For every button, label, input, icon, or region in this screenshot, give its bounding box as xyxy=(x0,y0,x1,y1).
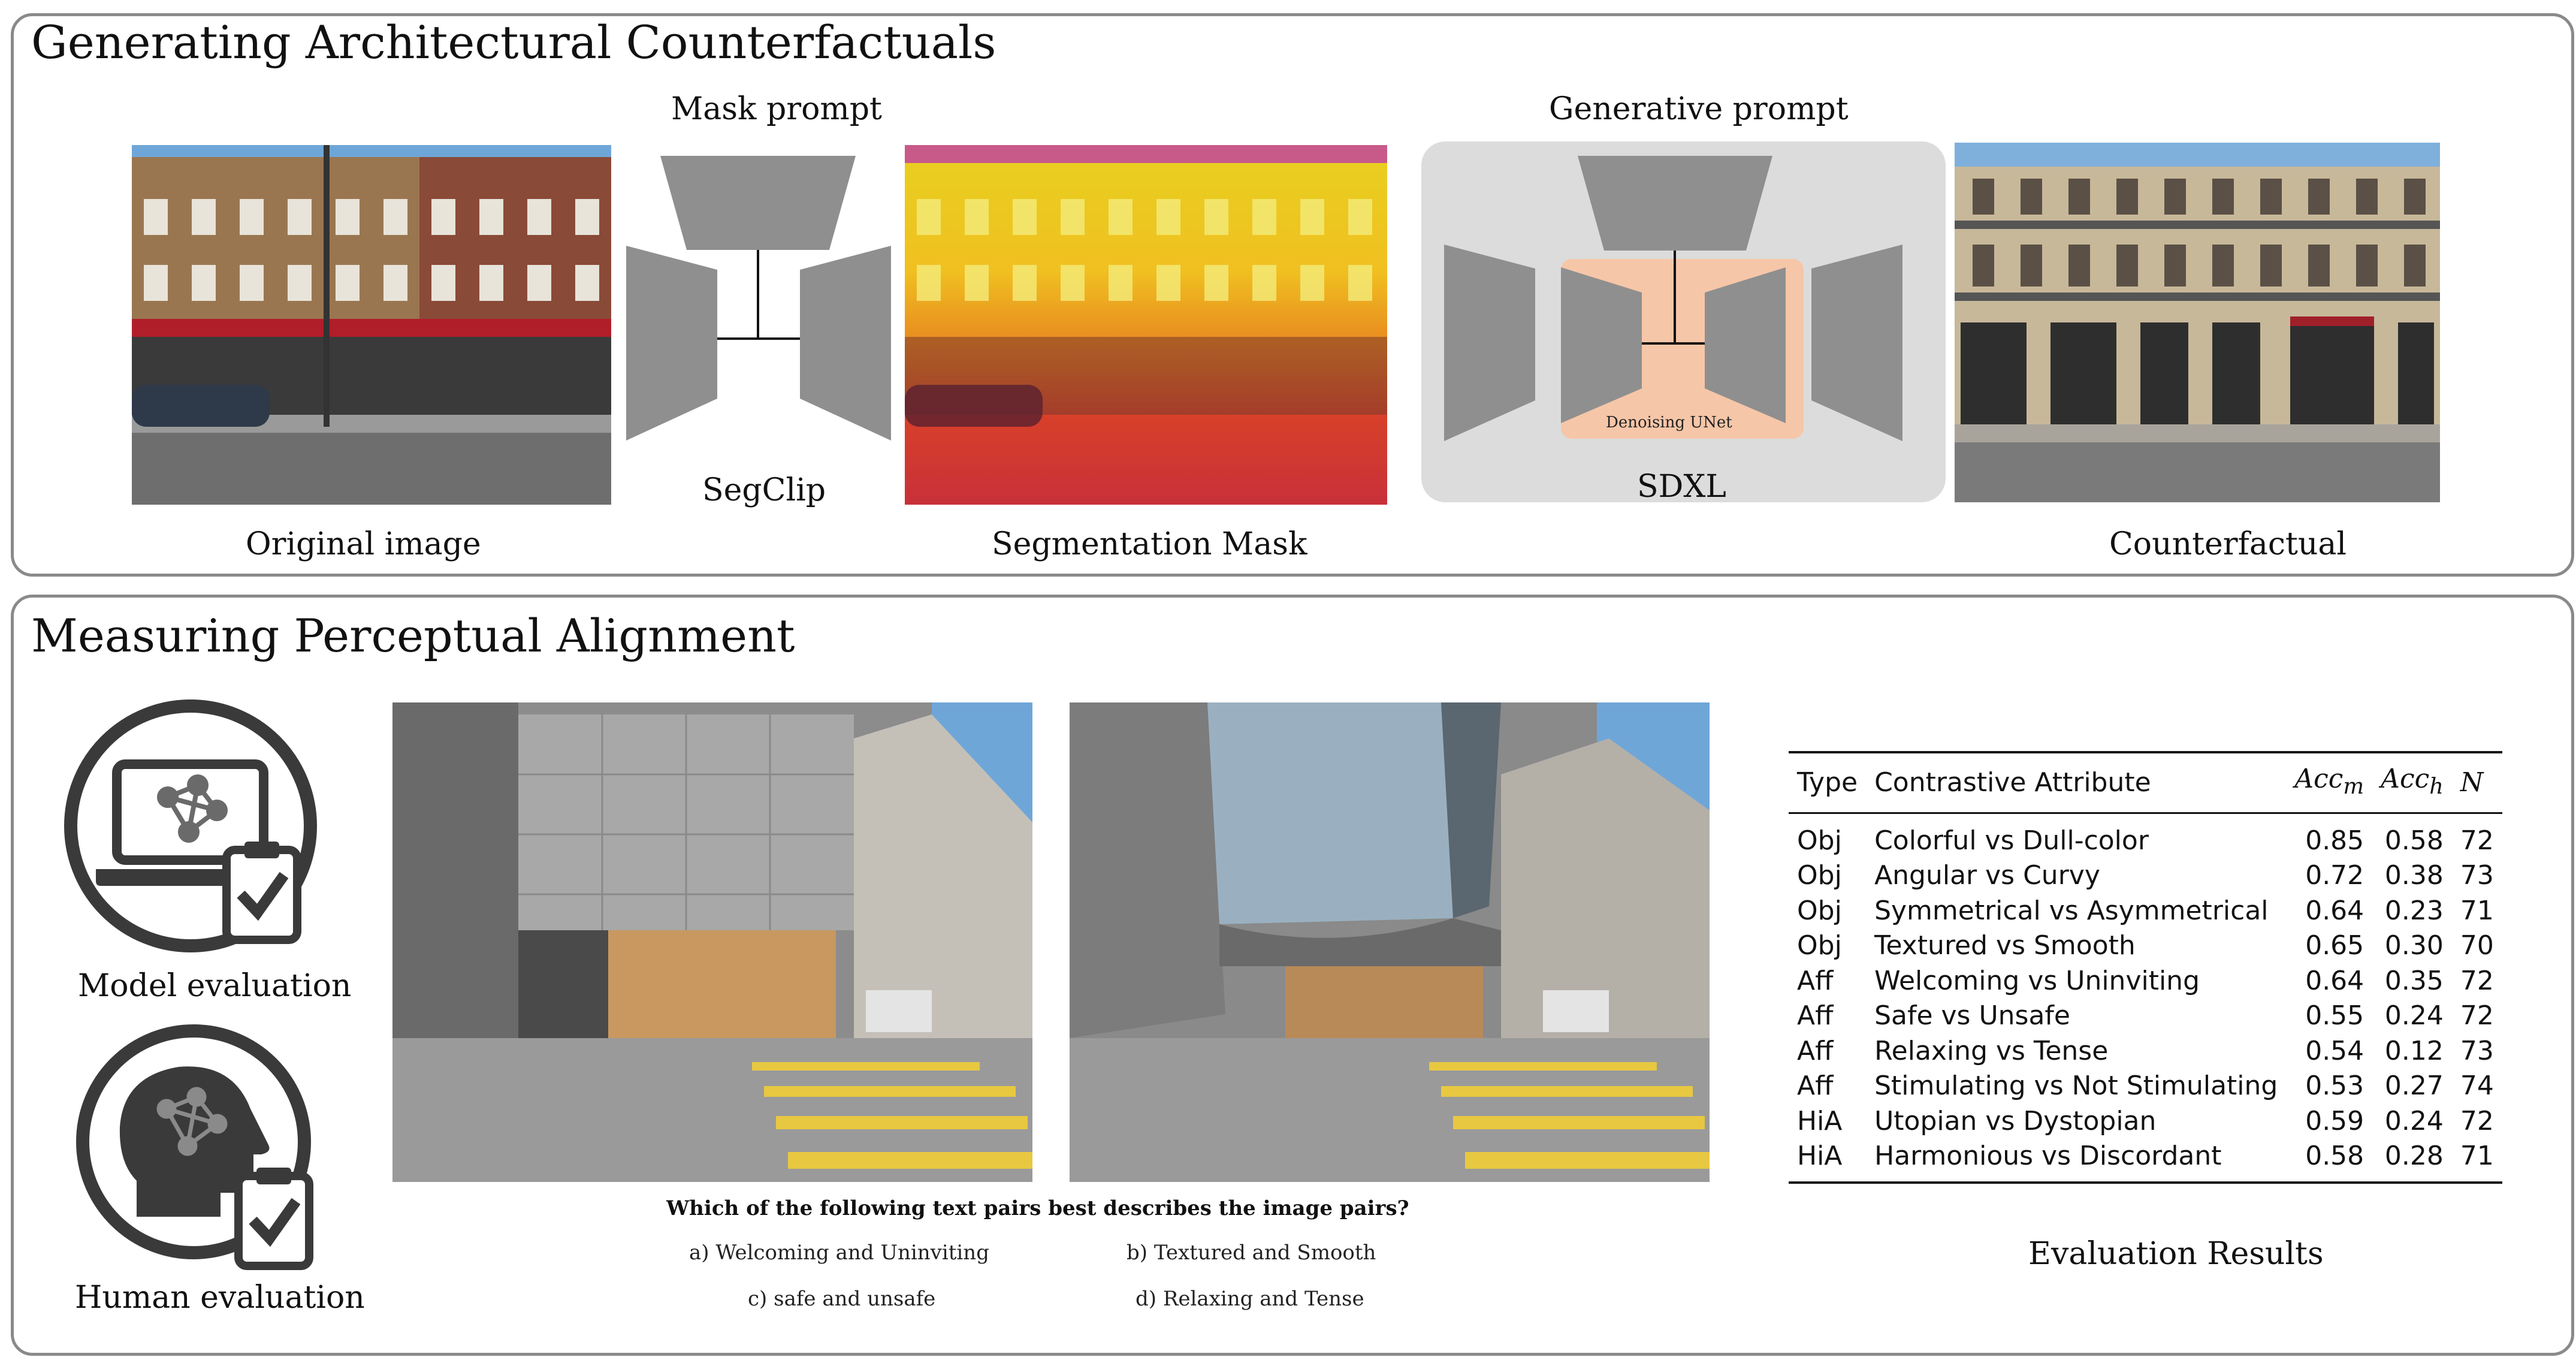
option-d: d) Relaxing and Tense xyxy=(1136,1287,1364,1311)
cell-type: Aff xyxy=(1797,1035,1834,1066)
cell-acc-m: 0.59 xyxy=(2305,1105,2364,1136)
mask-prompt-label: Mask prompt xyxy=(671,91,882,127)
original-image xyxy=(132,145,611,505)
evaluation-image-left xyxy=(392,702,1032,1182)
cell-acc-h: 0.24 xyxy=(2384,1000,2444,1032)
table-row: Aff Stimulating vs Not Stimulating 0.53 0.2… xyxy=(1789,1069,2502,1104)
cell-acc-h: 0.38 xyxy=(2384,860,2444,891)
cell-acc-m: 0.53 xyxy=(2305,1070,2364,1102)
table-row: Aff Safe vs Unsafe 0.55 0.24 72 xyxy=(1789,999,2502,1034)
segmentation-mask-image xyxy=(905,145,1387,505)
table-row: Obj Colorful vs Dull-color 0.85 0.58 72 xyxy=(1789,813,2502,858)
cell-acc-h: 0.24 xyxy=(2384,1105,2444,1136)
model-evaluation-label: Model evaluation xyxy=(78,968,352,1004)
cell-type: Aff xyxy=(1797,1000,1834,1032)
option-c: c) safe and unsafe xyxy=(748,1287,936,1311)
cell-n: 70 xyxy=(2460,930,2494,961)
cell-acc-m: 0.58 xyxy=(2286,1139,2373,1184)
table-row: Aff Relaxing vs Tense 0.54 0.12 73 xyxy=(1789,1034,2502,1069)
model-evaluation-icon xyxy=(60,695,330,965)
cell-acc-m: 0.72 xyxy=(2305,860,2364,891)
cell-attribute: Stimulating vs Not Stimulating xyxy=(1874,1070,2278,1102)
col-type: Type xyxy=(1789,750,1867,814)
denoising-unet-label: Denoising UNet xyxy=(1606,414,1732,432)
evaluation-results-table: Type Contrastive Attribute Accm Acch N O… xyxy=(1789,750,2502,1184)
col-acc-h: Acch xyxy=(2372,750,2452,814)
cell-acc-m: 0.64 xyxy=(2305,965,2364,996)
cell-n: 73 xyxy=(2460,860,2494,891)
option-a: a) Welcoming and Uninviting xyxy=(689,1241,989,1265)
cell-acc-h: 0.27 xyxy=(2384,1070,2444,1102)
cell-n: 72 xyxy=(2460,965,2494,996)
evaluation-image-right xyxy=(1070,702,1710,1182)
cell-acc-h: 0.23 xyxy=(2384,895,2444,926)
col-n: N xyxy=(2451,750,2502,814)
cell-attribute: Colorful vs Dull-color xyxy=(1874,825,2149,856)
generation-title: Generating Architectural Counterfactuals xyxy=(31,16,996,69)
counterfactual-image xyxy=(1955,143,2440,502)
human-evaluation-label: Human evaluation xyxy=(75,1280,365,1316)
segclip-label: SegClip xyxy=(702,472,826,508)
cell-attribute: Symmetrical vs Asymmetrical xyxy=(1874,895,2269,926)
cell-acc-m: 0.64 xyxy=(2305,895,2364,926)
table-header-row: Type Contrastive Attribute Accm Acch N xyxy=(1789,750,2502,814)
cell-type: Obj xyxy=(1797,860,1842,891)
cell-n: 72 xyxy=(2460,1105,2494,1136)
cell-type: Obj xyxy=(1797,895,1842,926)
generative-prompt-label: Generative prompt xyxy=(1549,91,1849,127)
human-evaluation-icon xyxy=(71,1019,340,1283)
cell-n: 72 xyxy=(2460,825,2494,856)
cell-acc-m: 0.54 xyxy=(2305,1035,2364,1066)
cell-attribute: Textured vs Smooth xyxy=(1874,930,2136,961)
table-row: Obj Symmetrical vs Asymmetrical 0.64 0.23 71 xyxy=(1789,894,2502,929)
cell-acc-h: 0.58 xyxy=(2384,825,2444,856)
cell-attribute: Welcoming vs Uninviting xyxy=(1874,965,2200,996)
sdxl-label: SDXL xyxy=(1637,469,1726,505)
cell-attribute: Relaxing vs Tense xyxy=(1874,1035,2109,1066)
cell-n: 72 xyxy=(2460,1000,2494,1032)
segclip-model xyxy=(623,153,893,441)
alignment-title: Measuring Perceptual Alignment xyxy=(31,609,795,662)
evaluation-results-label: Evaluation Results xyxy=(2028,1236,2324,1272)
cell-type: Obj xyxy=(1797,825,1842,856)
cell-type: HiA xyxy=(1789,1139,1867,1184)
cell-type: Aff xyxy=(1797,965,1834,996)
cell-n: 71 xyxy=(2451,1139,2502,1184)
col-attribute: Contrastive Attribute xyxy=(1866,750,2287,814)
cell-acc-m: 0.85 xyxy=(2305,825,2364,856)
col-acc-m: Accm xyxy=(2286,750,2373,814)
cell-acc-h: 0.28 xyxy=(2372,1139,2452,1184)
cell-type: Aff xyxy=(1797,1070,1834,1102)
table-row: Obj Textured vs Smooth 0.65 0.30 70 xyxy=(1789,928,2502,964)
table-row: Aff Welcoming vs Uninviting 0.64 0.35 72 xyxy=(1789,964,2502,999)
cell-acc-h: 0.35 xyxy=(2384,965,2444,996)
cell-n: 71 xyxy=(2460,895,2494,926)
cell-type: HiA xyxy=(1797,1105,1843,1136)
cell-attribute: Harmonious vs Discordant xyxy=(1866,1139,2287,1184)
table-row: Obj Angular vs Curvy 0.72 0.38 73 xyxy=(1789,858,2502,894)
cell-acc-h: 0.30 xyxy=(2384,930,2444,961)
cell-attribute: Utopian vs Dystopian xyxy=(1874,1105,2157,1136)
counterfactual-label: Counterfactual xyxy=(2109,526,2347,562)
cell-acc-m: 0.55 xyxy=(2305,1000,2364,1032)
cell-attribute: Safe vs Unsafe xyxy=(1874,1000,2070,1032)
cell-type: Obj xyxy=(1797,930,1842,961)
cell-n: 74 xyxy=(2460,1070,2494,1102)
cell-n: 73 xyxy=(2460,1035,2494,1066)
option-b: b) Textured and Smooth xyxy=(1127,1241,1376,1265)
cell-acc-h: 0.12 xyxy=(2384,1035,2444,1066)
cell-attribute: Angular vs Curvy xyxy=(1874,860,2100,891)
cell-acc-m: 0.65 xyxy=(2305,930,2364,961)
evaluation-question: Which of the following text pairs best d… xyxy=(666,1196,1409,1220)
original-image-label: Original image xyxy=(246,526,481,562)
sdxl-unet-shape xyxy=(1441,155,1905,444)
segmentation-mask-label: Segmentation Mask xyxy=(992,526,1307,562)
table-row: HiA Utopian vs Dystopian 0.59 0.24 72 xyxy=(1789,1104,2502,1139)
